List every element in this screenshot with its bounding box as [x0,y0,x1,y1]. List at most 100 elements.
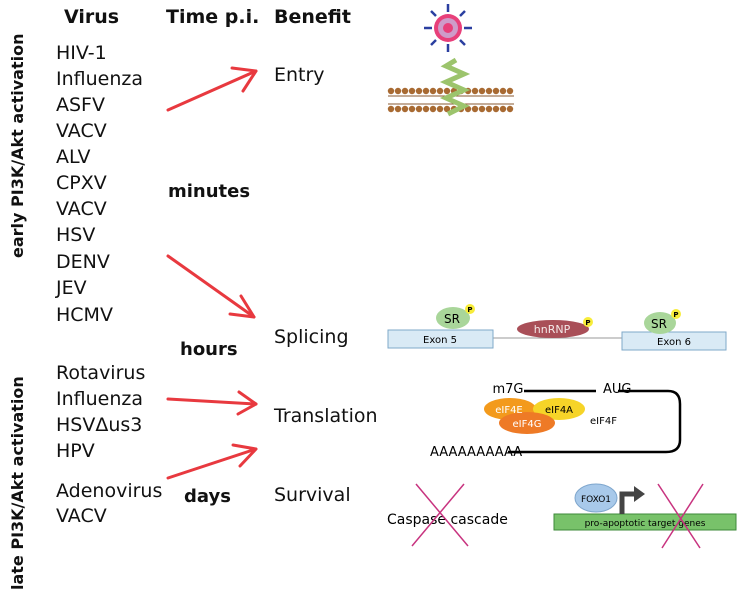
sr-protein-left [436,307,470,329]
early-virus: HSV [56,224,96,246]
time-header: Time p.i. [166,6,260,28]
sr-label-right: SR [651,317,667,331]
early-virus: ASFV [56,94,105,116]
early-virus: HIV-1 [56,42,107,64]
lipid-head [401,87,409,95]
lipid-head [506,87,514,95]
exon5-box [387,329,494,349]
virus-header: Virus [64,6,120,28]
splicing-diagram: Exon 5 Exon 6 SR P hnRNP P SR P [387,304,727,351]
lipid-head [436,87,444,95]
survival-diagram: Caspase cascade pro-apoptotic target gen… [387,483,737,549]
eif4f-label: eIF4F [590,416,617,427]
target-genes-bar [553,513,737,531]
virus-particle-icon [424,4,472,52]
benefit-header: Benefit [274,6,351,28]
lipid-head [471,87,479,95]
lipid-head [387,87,395,95]
benefit-entry: Entry [274,64,325,86]
arrow-to-entry [166,66,258,112]
lipid-head [422,105,430,113]
lipid-head [408,87,416,95]
lipid-head [492,105,500,113]
target-genes-label: pro-apoptotic target genes [585,519,706,529]
arrows [166,66,258,480]
early-virus: VACV [56,198,107,220]
early-virus: Influenza [56,68,144,90]
benefit-translation: Translation [274,405,378,427]
early-virus: JEV [56,277,87,299]
benefit-survival: Survival [274,484,351,506]
arrow-to-splicing [166,254,256,319]
caspase-label: Caspase cascade [387,512,508,528]
lipid-head [499,105,507,113]
phospho-label: P [673,311,678,319]
sr-protein-right [644,312,676,334]
eif4a-label: eIF4A [545,405,573,416]
receptor-icon [439,57,471,117]
lipid-head [415,87,423,95]
hnrnp-label: hnRNP [534,323,571,336]
lipid-head [394,87,402,95]
time-minutes: minutes [168,181,251,202]
lipid-head [478,105,486,113]
late-virus: Adenovirus [56,480,163,502]
lipid-head [492,87,500,95]
early-virus: DENV [56,251,110,273]
late-virus: HSVΔus3 [56,414,143,436]
cap-label: m7G [492,382,523,397]
lipid-head [394,105,402,113]
hnrnp-protein [517,320,589,338]
eif4g-label: eIF4G [513,419,542,430]
exon5-label: Exon 5 [423,335,457,346]
early-virus: HCMV [56,304,113,326]
lipid-head [429,105,437,113]
lipid-head [485,105,493,113]
eif4g-protein [499,412,555,434]
exon6-box [621,331,727,351]
aug-label: AUG [603,382,631,397]
eif4a-protein [533,398,585,420]
time-hours: hours [180,339,238,360]
lipid-head [478,87,486,95]
lipid-head [401,105,409,113]
early-virus: VACV [56,120,107,142]
phospho-label: P [467,306,472,314]
eif4e-label: eIF4E [495,405,523,416]
lipid-head [443,87,451,95]
late-virus: Rotavirus [56,362,146,384]
sr-label-left: SR [444,312,460,326]
translation-diagram: m7G AUG AAAAAAAAAA eIF4E eIF4A eIF4G eIF… [430,382,682,460]
lipid-head [443,105,451,113]
transcription-arrow-icon [619,491,636,514]
exon6-label: Exon 6 [657,337,691,348]
late-virus: VACV [56,505,107,527]
early-virus: CPXV [56,172,107,194]
lipid-head [429,87,437,95]
lipid-head [415,105,423,113]
arrow-to-translation [166,390,258,416]
lipid-head [485,87,493,95]
lipid-head [422,87,430,95]
lipid-head [506,105,514,113]
mrna-loop [508,389,682,454]
benefit-splicing: Splicing [274,326,349,348]
target-genes-cross [657,483,704,549]
lipid-head [471,105,479,113]
foxo1-protein [574,483,618,513]
early-virus: ALV [56,146,91,168]
polya-label: AAAAAAAAAA [430,445,522,460]
foxo1-label: FOXO1 [581,495,611,505]
phospho-label: P [585,319,590,327]
late-virus: HPV [56,440,95,462]
lipid-head [499,87,507,95]
late-virus: Influenza [56,388,144,410]
lipid-head [436,105,444,113]
time-days: days [184,486,231,507]
lipid-head [387,105,395,113]
lipid-head [408,105,416,113]
caspase-cross [411,483,469,547]
arrow-from-days [166,443,258,480]
